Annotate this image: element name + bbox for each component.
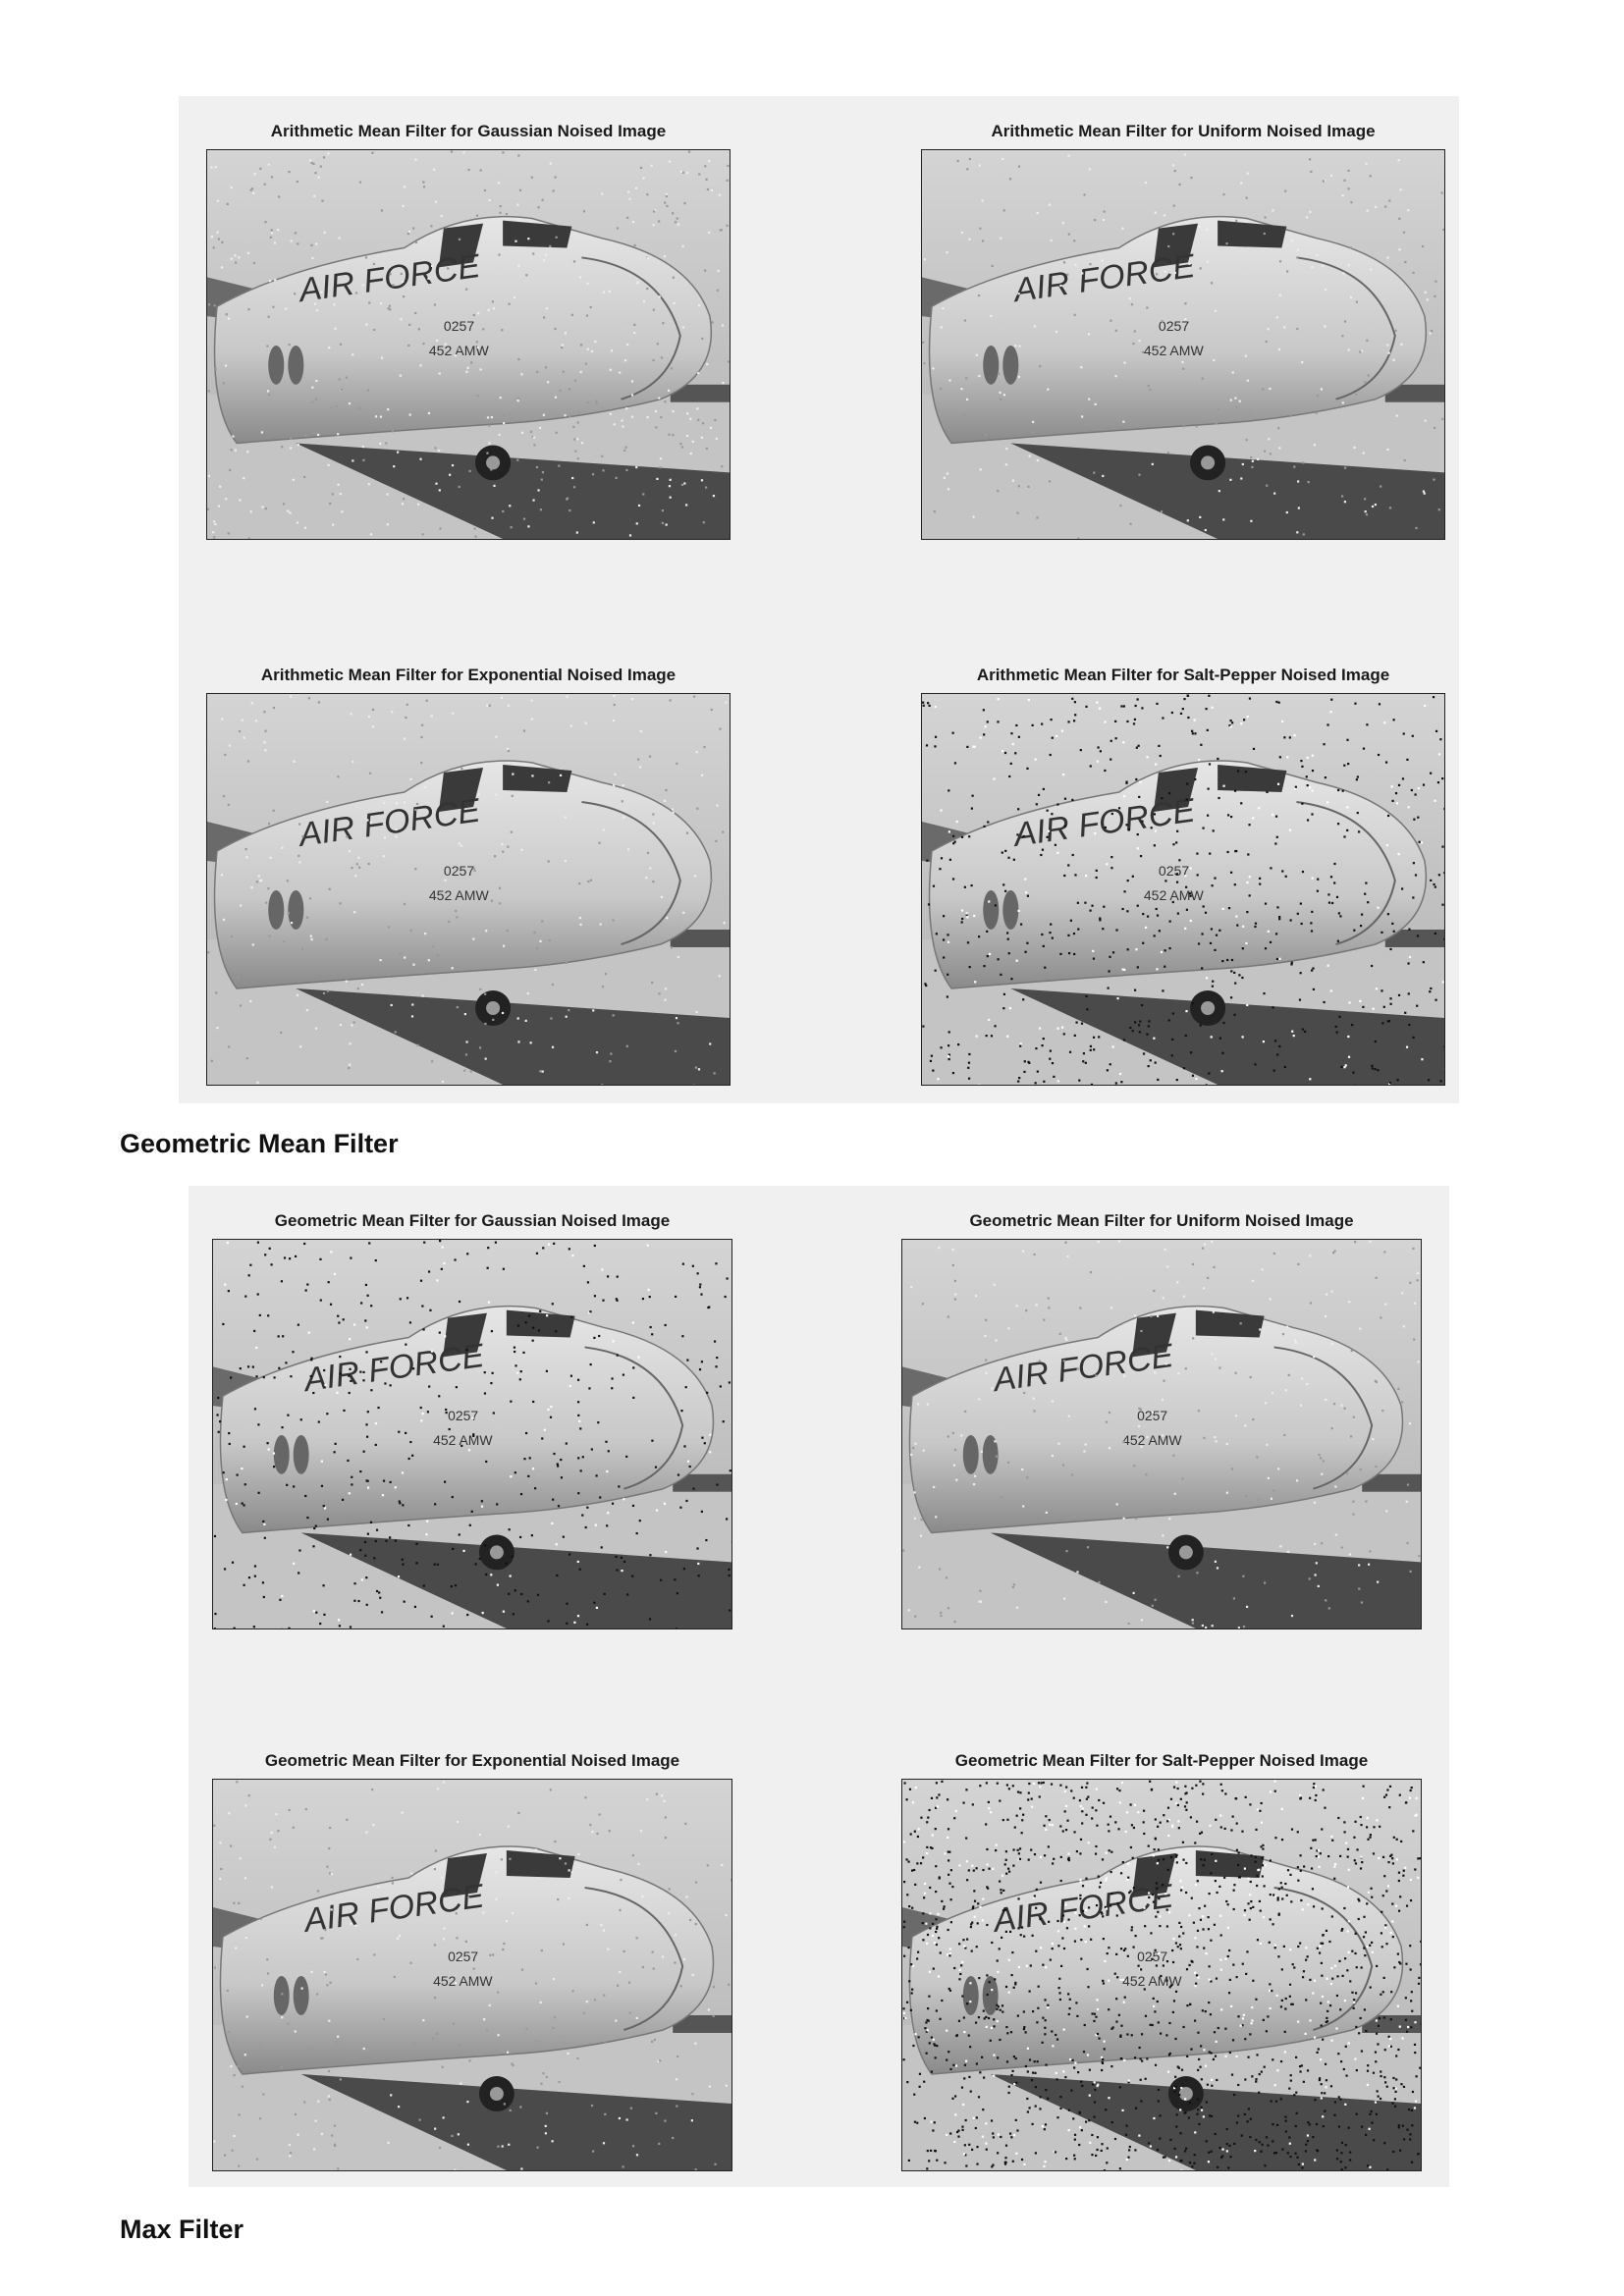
svg-text:452 AMW: 452 AMW [1122,1973,1182,1989]
svg-text:0257: 0257 [448,1408,478,1423]
panel-title: Arithmetic Mean Filter for Exponential N… [260,666,677,684]
panel-title: Geometric Mean Filter for Salt-Pepper No… [954,1751,1369,1770]
svg-text:452 AMW: 452 AMW [429,887,490,903]
geometric-mean-figure: Geometric Mean Filter for Gaussian Noise… [189,1186,1449,2187]
section-heading-geometric: Geometric Mean Filter [120,1129,399,1158]
figure-panel: Arithmetic Mean Filter for Salt-Pepper N… [921,666,1445,1086]
svg-text:0257: 0257 [1137,1949,1167,1964]
svg-text:0257: 0257 [1159,318,1189,334]
svg-text:452 AMW: 452 AMW [1122,1432,1182,1448]
figure-panel: Geometric Mean Filter for Exponential No… [212,1751,732,2171]
panel-title: Geometric Mean Filter for Exponential No… [264,1751,680,1770]
panel-title: Geometric Mean Filter for Uniform Noised… [969,1211,1354,1230]
arithmetic-mean-figure: Arithmetic Mean Filter for Gaussian Nois… [179,96,1459,1103]
svg-text:452 AMW: 452 AMW [1144,343,1205,358]
figure-panel: Arithmetic Mean Filter for Exponential N… [206,666,731,1086]
svg-text:452 AMW: 452 AMW [433,1973,493,1989]
svg-text:0257: 0257 [448,1949,478,1964]
figure-panel: Geometric Mean Filter for Gaussian Noise… [212,1211,732,1629]
svg-text:0257: 0257 [1159,863,1189,879]
panel-title: Arithmetic Mean Filter for Uniform Noise… [991,122,1376,140]
svg-text:0257: 0257 [444,863,474,879]
svg-text:0257: 0257 [444,318,474,334]
figure-panel: Arithmetic Mean Filter for Uniform Noise… [921,122,1445,540]
panel-title: Geometric Mean Filter for Gaussian Noise… [274,1211,671,1230]
panel-title: Arithmetic Mean Filter for Gaussian Nois… [270,122,667,140]
svg-text:452 AMW: 452 AMW [1144,887,1205,903]
figure-panel: Arithmetic Mean Filter for Gaussian Nois… [206,122,731,540]
svg-text:452 AMW: 452 AMW [433,1432,493,1448]
svg-text:452 AMW: 452 AMW [429,343,490,358]
svg-text:0257: 0257 [1137,1408,1167,1423]
figure-panel: Geometric Mean Filter for Salt-Pepper No… [901,1751,1422,2171]
panel-title: Arithmetic Mean Filter for Salt-Pepper N… [976,666,1390,684]
section-heading-max: Max Filter [120,2215,244,2244]
figure-panel: Geometric Mean Filter for Uniform Noised… [901,1211,1422,1629]
